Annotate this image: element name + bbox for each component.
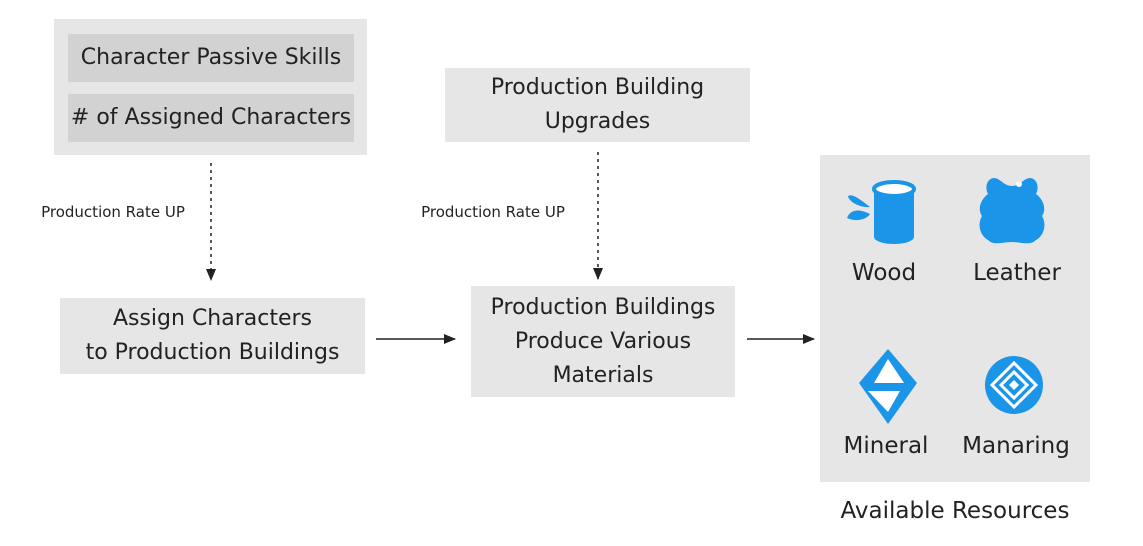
upgrades-line-1: Production Building: [490, 75, 705, 100]
assigned-characters-box: # of Assigned Characters: [68, 94, 354, 142]
resource-label-leather: Leather: [973, 260, 1061, 286]
production-rate-label-mid: Production Rate UP: [421, 203, 565, 221]
manaring-icon: [985, 356, 1043, 414]
available-resources-panel: [820, 155, 1090, 482]
production-buildings-box: Production Buildings Produce Various Mat…: [471, 286, 735, 397]
produce-line-1: Production Buildings: [490, 294, 716, 320]
mineral-icon: [859, 349, 917, 424]
resource-label-mineral: Mineral: [843, 433, 929, 459]
available-resources-caption: Available Resources: [840, 498, 1070, 524]
assign-characters-box: Assign Characters to Production Building…: [60, 298, 365, 374]
character-passive-skills-box: Character Passive Skills: [68, 34, 354, 82]
upgrades-line-2: Upgrades: [544, 109, 651, 134]
produce-line-3: Materials: [552, 362, 654, 388]
leather-icon: [979, 178, 1045, 244]
produce-line-2: Produce Various: [514, 328, 692, 354]
wood-icon: [847, 180, 916, 244]
assigned-characters-label: # of Assigned Characters: [70, 105, 352, 130]
character-passive-skills-label: Character Passive Skills: [80, 45, 342, 70]
production-building-upgrades-box: Production Building Upgrades: [445, 68, 750, 142]
assign-line-2: to Production Buildings: [85, 340, 340, 365]
resource-label-manaring: Manaring: [962, 433, 1070, 459]
production-rate-label-left: Production Rate UP: [41, 203, 185, 221]
assign-line-1: Assign Characters: [112, 306, 313, 331]
resource-label-wood: Wood: [851, 260, 917, 286]
